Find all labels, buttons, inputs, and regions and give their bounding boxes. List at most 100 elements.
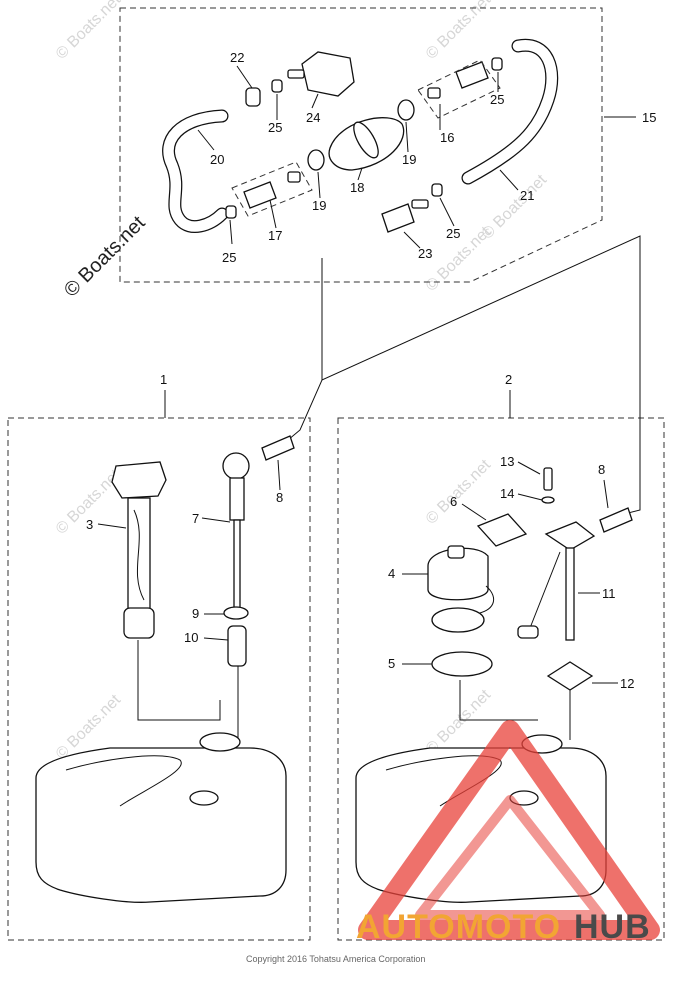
callout-8: 8 bbox=[598, 462, 605, 477]
fuel-cap-4-vent bbox=[447, 545, 465, 559]
copyright-text: Copyright 2016 Tohatsu America Corporati… bbox=[246, 954, 425, 964]
cap-gasket-4 bbox=[431, 607, 485, 633]
connector-23 bbox=[381, 203, 415, 233]
leader-line bbox=[311, 93, 319, 109]
leader-line bbox=[405, 121, 409, 153]
callout-19: 19 bbox=[402, 152, 416, 167]
gauge-11-arm bbox=[529, 551, 561, 629]
leader-line bbox=[277, 459, 281, 491]
leader-line bbox=[439, 197, 455, 227]
leader-line bbox=[197, 129, 215, 151]
callout-25: 25 bbox=[490, 92, 504, 107]
nipple-8 bbox=[599, 507, 633, 533]
fitting-17-small bbox=[287, 171, 301, 183]
fitting-16-small bbox=[427, 87, 441, 99]
callout-20: 20 bbox=[210, 152, 224, 167]
clip-25 bbox=[491, 57, 503, 71]
callout-24: 24 bbox=[306, 110, 320, 125]
fuel-gauge-3-cap bbox=[111, 461, 167, 499]
callout-25: 25 bbox=[446, 226, 460, 241]
label-6 bbox=[476, 513, 528, 547]
callout-23: 23 bbox=[418, 246, 432, 261]
leader-line bbox=[357, 167, 363, 181]
fuel-tank-1 bbox=[35, 747, 287, 903]
fitting-16 bbox=[455, 61, 489, 89]
washer-14 bbox=[541, 496, 555, 504]
fitting-17 bbox=[243, 181, 277, 209]
callout-25: 25 bbox=[222, 250, 236, 265]
watermark-text: © Boats.net bbox=[423, 456, 495, 528]
nipple-8 bbox=[261, 435, 295, 461]
fuel-pickup-7-stem bbox=[229, 477, 245, 521]
logo-triangle-inner bbox=[415, 795, 605, 920]
callout-8: 8 bbox=[276, 490, 283, 505]
leader-line bbox=[499, 169, 519, 191]
callout-6: 6 bbox=[450, 494, 457, 509]
fuel-gauge-3-float bbox=[133, 509, 145, 601]
lock-ring-5 bbox=[431, 651, 493, 677]
clip-25 bbox=[225, 205, 237, 219]
callout-22: 22 bbox=[230, 50, 244, 65]
logo-triangle bbox=[358, 720, 660, 940]
callout-3: 3 bbox=[86, 517, 93, 532]
link-line bbox=[459, 680, 538, 721]
watermark-text: © Boats.net bbox=[53, 0, 125, 63]
callout-1: 1 bbox=[160, 372, 167, 387]
primer-bulb-18-band bbox=[353, 121, 379, 159]
leader-line bbox=[517, 493, 543, 501]
leader-lines bbox=[97, 65, 636, 684]
ring-19 bbox=[307, 149, 325, 171]
callout-19: 19 bbox=[312, 198, 326, 213]
hose-kit-parts bbox=[162, 38, 559, 234]
tank-1-parts bbox=[35, 435, 295, 903]
callout-7: 7 bbox=[192, 511, 199, 526]
watermark-text-large: © Boats.net bbox=[60, 212, 150, 302]
leader-line bbox=[229, 219, 233, 245]
leader-line bbox=[269, 199, 277, 229]
callout-18: 18 bbox=[350, 180, 364, 195]
connector-24-nipple bbox=[287, 69, 305, 79]
clip-25 bbox=[431, 183, 443, 197]
leader-line bbox=[517, 461, 541, 475]
leader-line bbox=[317, 171, 321, 199]
gauge-11-float bbox=[517, 625, 539, 639]
leader-line bbox=[461, 503, 487, 521]
screw-13 bbox=[543, 467, 553, 491]
group-frames bbox=[7, 7, 665, 941]
link-line bbox=[137, 640, 221, 721]
callout-16: 16 bbox=[440, 130, 454, 145]
connector-24 bbox=[301, 51, 355, 97]
watermark-text: © Boats.net bbox=[423, 0, 495, 63]
fuel-hose-20-inner bbox=[163, 110, 228, 232]
callout-5: 5 bbox=[388, 656, 395, 671]
callout-4: 4 bbox=[388, 566, 395, 581]
fuel-pickup-7-elbow bbox=[222, 452, 250, 480]
callout-25: 25 bbox=[268, 120, 282, 135]
connector-23-nipple bbox=[411, 199, 429, 209]
gauge-11-head bbox=[544, 521, 596, 551]
callout-9: 9 bbox=[192, 606, 199, 621]
clip-25 bbox=[271, 79, 283, 93]
o-ring-9 bbox=[223, 606, 249, 620]
leader-line bbox=[203, 637, 229, 641]
sub-assembly-bracket bbox=[417, 59, 501, 119]
callout-11: 11 bbox=[602, 586, 616, 601]
hose-kit-frame bbox=[119, 7, 603, 283]
fuel-tank-1-neck bbox=[199, 732, 241, 752]
callout-labels: 22 25 24 25 15 16 19 20 18 21 19 17 25 2… bbox=[86, 50, 656, 691]
gauge-11-tube bbox=[565, 547, 575, 641]
leader-line bbox=[603, 479, 609, 509]
link-line bbox=[321, 235, 641, 516]
link-line bbox=[287, 379, 323, 441]
callout-13: 13 bbox=[500, 454, 514, 469]
callout-17: 17 bbox=[268, 228, 282, 243]
sub-assembly-bracket bbox=[231, 161, 313, 217]
clamp-22 bbox=[245, 87, 261, 107]
fuel-hose-21-inner bbox=[462, 40, 557, 184]
logo-text-hub: HUB bbox=[574, 908, 651, 946]
fuel-pickup-7-tube bbox=[233, 519, 241, 613]
leader-line bbox=[236, 65, 253, 89]
fuel-cap-4 bbox=[427, 547, 489, 601]
watermark-text: © Boats.net bbox=[479, 171, 551, 243]
